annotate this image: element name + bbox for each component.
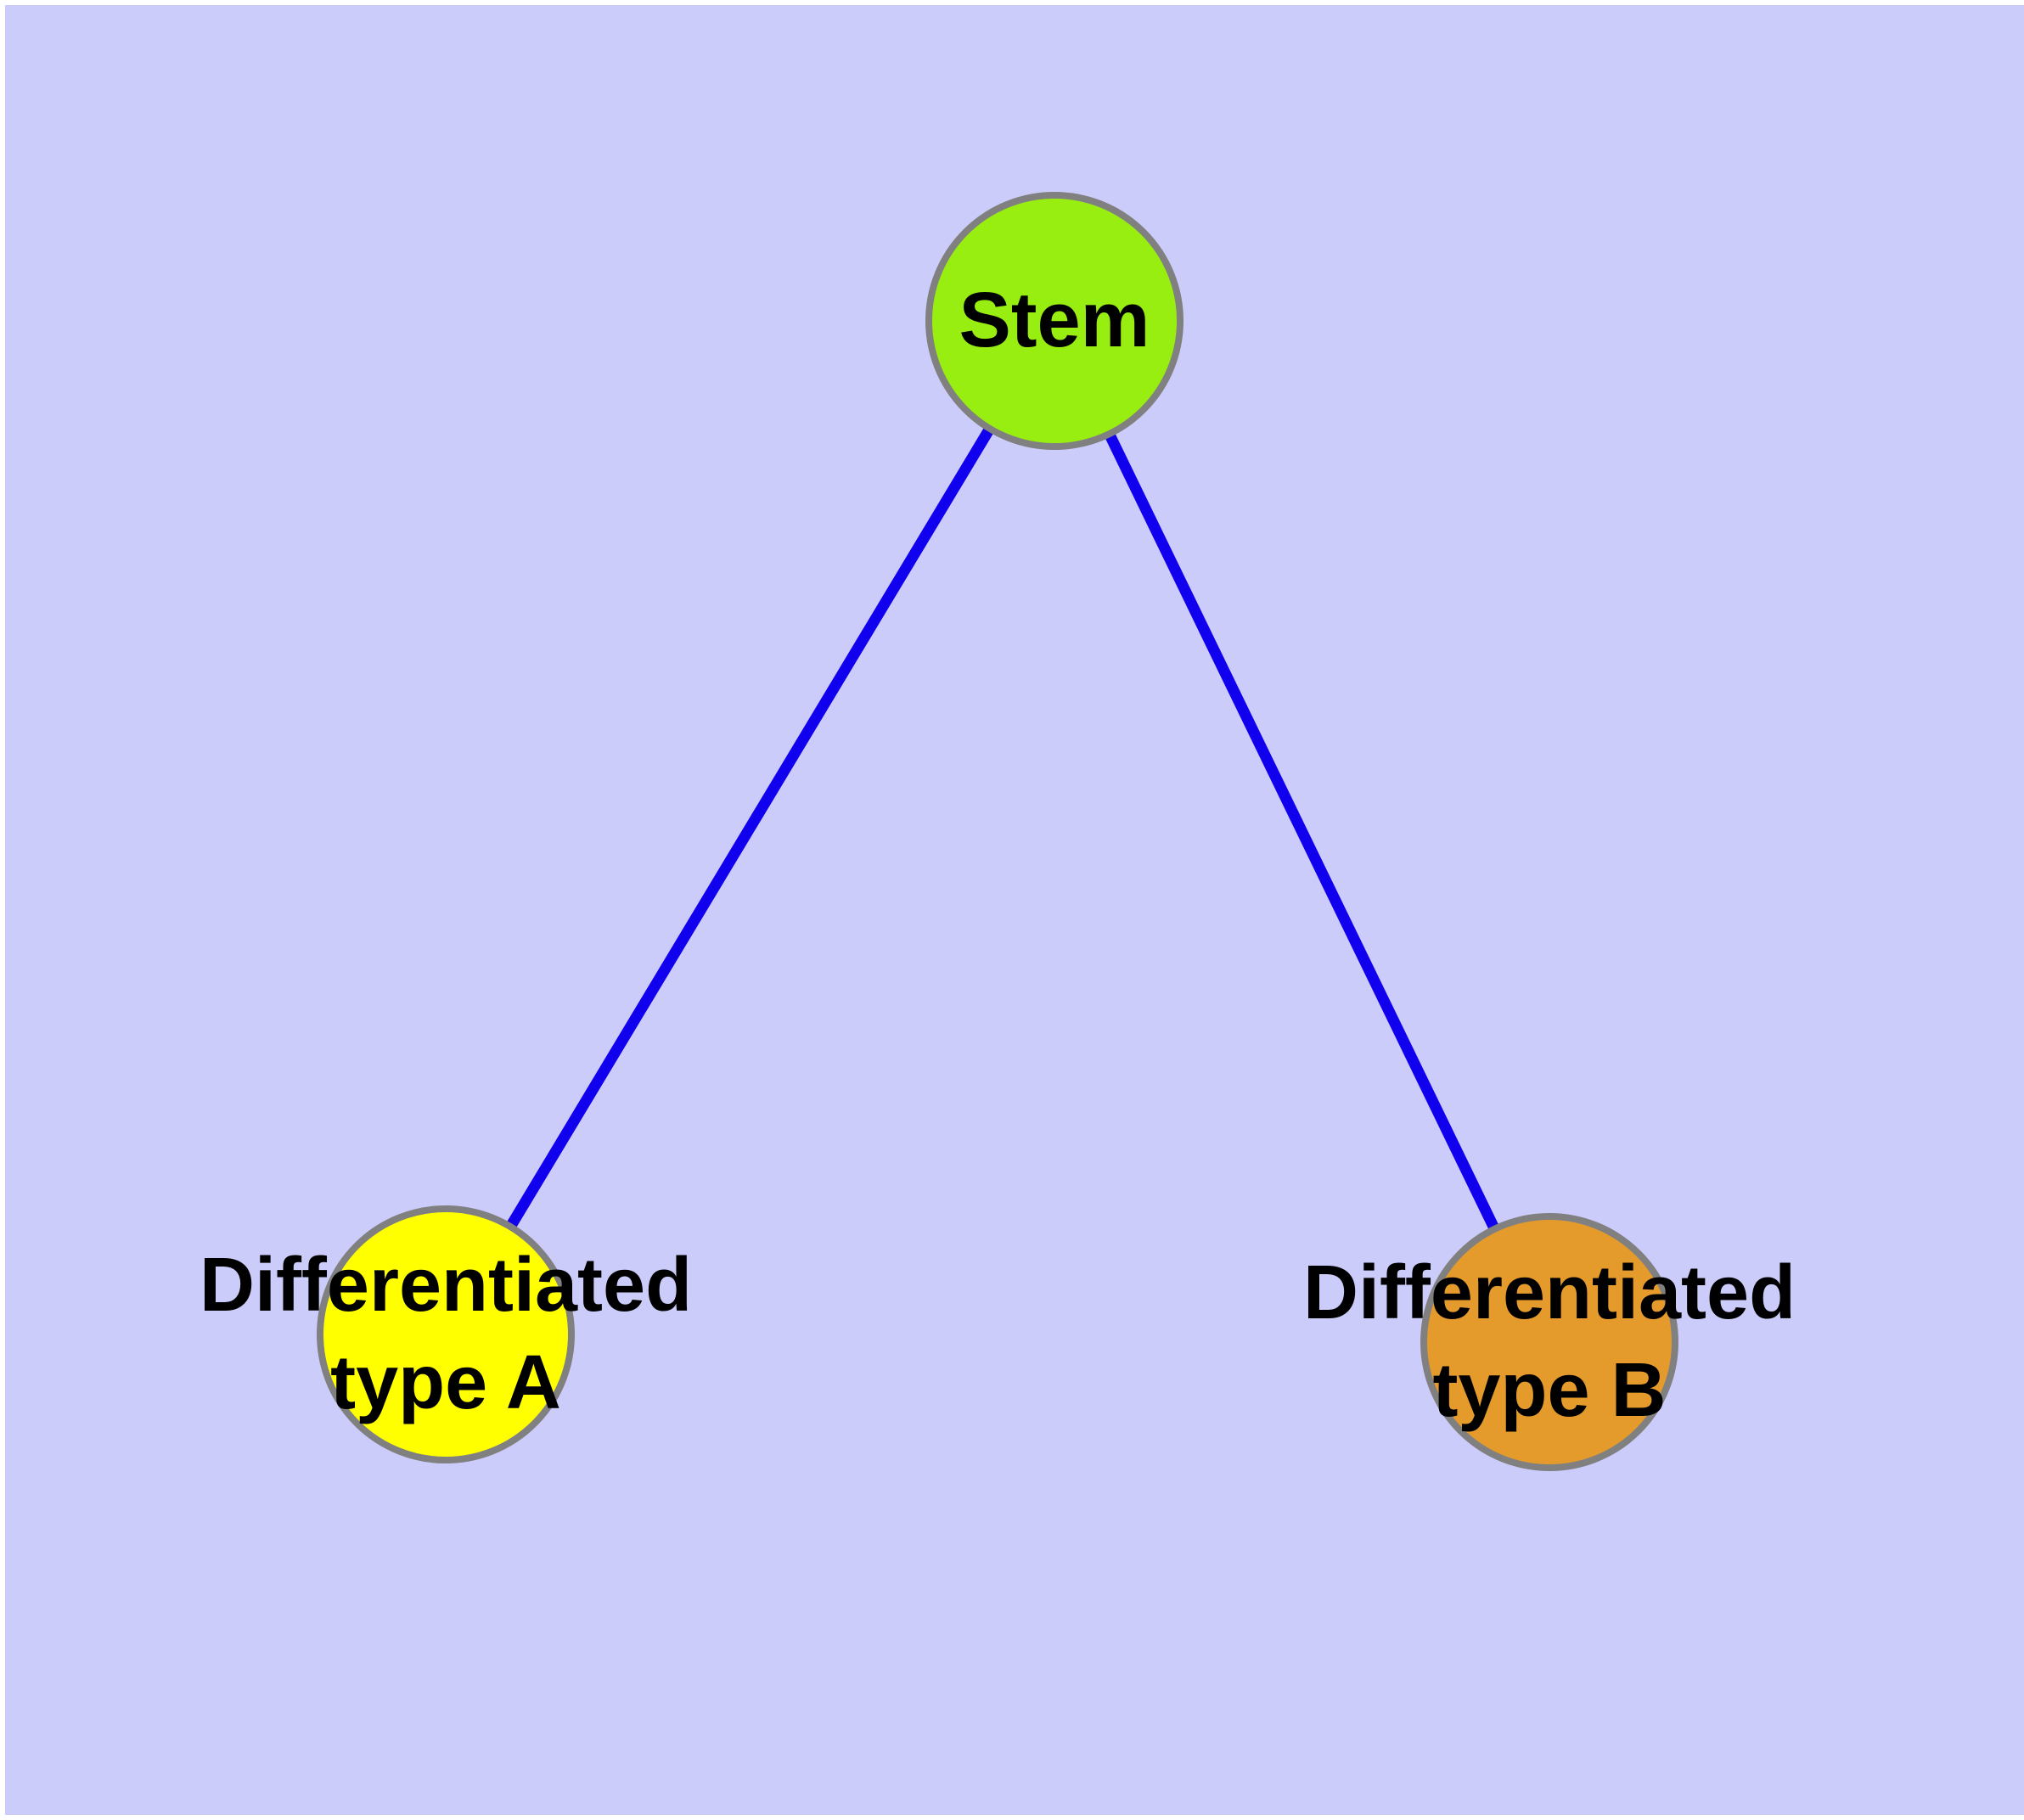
graph-svg [317, 192, 1678, 1471]
edge-layer [505, 425, 1500, 1232]
node-differentiated-type-b[interactable] [1420, 1213, 1678, 1471]
edge-stem-to-differentiated-type-b[interactable] [1104, 431, 1500, 1232]
node-layer [317, 192, 1678, 1471]
edge-stem-to-differentiated-type-a[interactable] [505, 425, 995, 1230]
node-differentiated-type-a[interactable] [317, 1205, 575, 1463]
node-stem[interactable] [925, 192, 1183, 450]
